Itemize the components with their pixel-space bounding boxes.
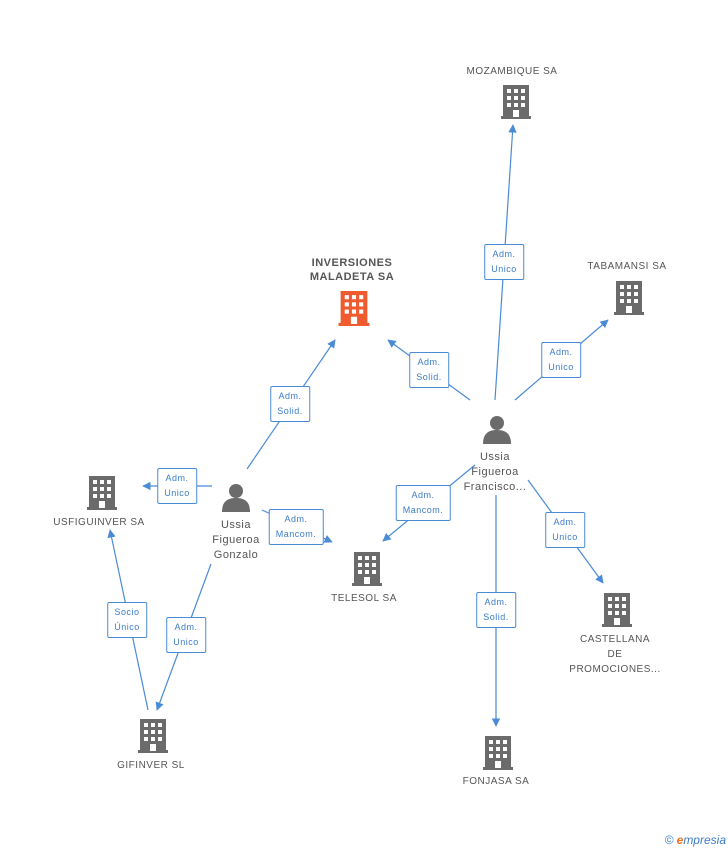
building-icon[interactable] — [87, 476, 117, 510]
edge-label-line: Adm. — [492, 249, 516, 259]
person-icon[interactable] — [483, 416, 511, 444]
edge-label-francisco-tabamansi[interactable]: Adm. Unico — [541, 342, 581, 378]
edge-label-francisco-fonjasa[interactable]: Adm. Solid. — [476, 592, 516, 628]
node-label-line: MOZAMBIQUE SA — [466, 66, 558, 77]
edge-label-line: Unico — [164, 488, 190, 498]
edge-label-francisco-telesol[interactable]: Adm. Mancom. — [395, 485, 451, 521]
building-icon[interactable] — [501, 85, 531, 119]
edge-label-line: Adm. — [165, 473, 189, 483]
node-label-telesol[interactable]: TELESOL SA — [331, 591, 397, 606]
edge-label-line: Solid. — [483, 612, 509, 622]
edge-label-line: Adm. — [549, 347, 573, 357]
edge-label-gonzalo-usfiguinver[interactable]: Adm. Unico — [157, 468, 197, 504]
edge-label-gifinver-usfiguinver[interactable]: Socio Único — [107, 602, 147, 638]
node-label-gifinver[interactable]: GIFINVER SL — [117, 758, 185, 773]
building-icon[interactable] — [138, 719, 168, 753]
edge-label-francisco-mozambique[interactable]: Adm. Unico — [484, 244, 524, 280]
edge-label-gonzalo-telesol[interactable]: Adm. Mancom. — [268, 509, 324, 545]
edge-label-gonzalo-inversiones[interactable]: Adm. Solid. — [270, 386, 310, 422]
node-label-line: Ussia — [479, 451, 511, 463]
node-label-line: DE — [607, 649, 623, 660]
edge-label-line: Adm. — [484, 597, 508, 607]
node-label-mozambique[interactable]: MOZAMBIQUE SA — [467, 64, 558, 79]
edge-label-line: Adm. — [278, 391, 302, 401]
node-label-line: Ussia — [220, 519, 252, 531]
building-icon[interactable] — [352, 552, 382, 586]
node-label-line: TELESOL SA — [331, 593, 397, 604]
node-label-usfiguinver[interactable]: USFIGUINVER SA — [53, 515, 144, 530]
building-icon[interactable] — [338, 291, 370, 326]
edge-label-line: Solid. — [277, 406, 303, 416]
node-label-line: Figueroa — [471, 466, 519, 478]
edge-label-line: Único — [114, 622, 140, 632]
node-label-line: USFIGUINVER SA — [53, 517, 145, 528]
node-label-gonzalo[interactable]: Ussia Figueroa Gonzalo — [212, 518, 259, 563]
node-label-line: GIFINVER SL — [117, 760, 185, 771]
edge-label-line: Unico — [552, 532, 578, 542]
node-label-tabamansi[interactable]: TABAMANSI SA — [587, 259, 666, 274]
node-label-francisco[interactable]: Ussia Figueroa Francisco... — [464, 450, 527, 495]
person-icon[interactable] — [222, 484, 250, 512]
edge-label-line: Mancom. — [402, 505, 444, 515]
node-label-line: Gonzalo — [213, 549, 259, 561]
brand-initial: e — [676, 833, 684, 847]
edge-label-line: Adm. — [417, 357, 441, 367]
edge-label-line: Adm. — [174, 622, 198, 632]
icons — [87, 85, 644, 770]
node-label-line: FONJASA SA — [462, 776, 530, 787]
node-label-line: PROMOCIONES... — [569, 664, 661, 675]
edge-label-line: Unico — [173, 637, 199, 647]
edge-label-line: Adm. — [411, 490, 435, 500]
building-icon[interactable] — [614, 281, 644, 315]
edge-label-gonzalo-gifinver[interactable]: Adm. Unico — [166, 617, 206, 653]
building-icon[interactable] — [483, 736, 513, 770]
node-label-inversiones[interactable]: INVERSIONES MALADETA SA — [310, 256, 394, 284]
node-label-line: MALADETA SA — [309, 271, 395, 283]
empresia-watermark[interactable]: ©empresia — [665, 833, 726, 847]
edge-label-line: Adm. — [553, 517, 577, 527]
node-label-line: INVERSIONES — [311, 257, 393, 269]
node-label-line: Figueroa — [212, 534, 260, 546]
edge-label-line: Unico — [548, 362, 574, 372]
node-label-line: Francisco... — [463, 481, 527, 493]
copyright-symbol: © — [664, 833, 674, 847]
edge-label-line: Solid. — [416, 372, 442, 382]
edge-label-line: Adm. — [284, 514, 308, 524]
brand-name: mpresia — [683, 833, 726, 847]
edge-label-francisco-castellana[interactable]: Adm. Unico — [545, 512, 585, 548]
node-label-line: TABAMANSI SA — [587, 261, 667, 272]
edge-label-line: Mancom. — [275, 529, 317, 539]
edge-label-francisco-inversiones[interactable]: Adm. Solid. — [409, 352, 449, 388]
building-icon[interactable] — [602, 593, 632, 627]
node-label-line: CASTELLANA — [579, 634, 651, 645]
edge-label-line: Unico — [491, 264, 517, 274]
node-label-fonjasa[interactable]: FONJASA SA — [463, 774, 530, 789]
edge-label-line: Socio — [114, 607, 140, 617]
node-label-castellana[interactable]: CASTELLANA DE PROMOCIONES... — [569, 632, 660, 677]
